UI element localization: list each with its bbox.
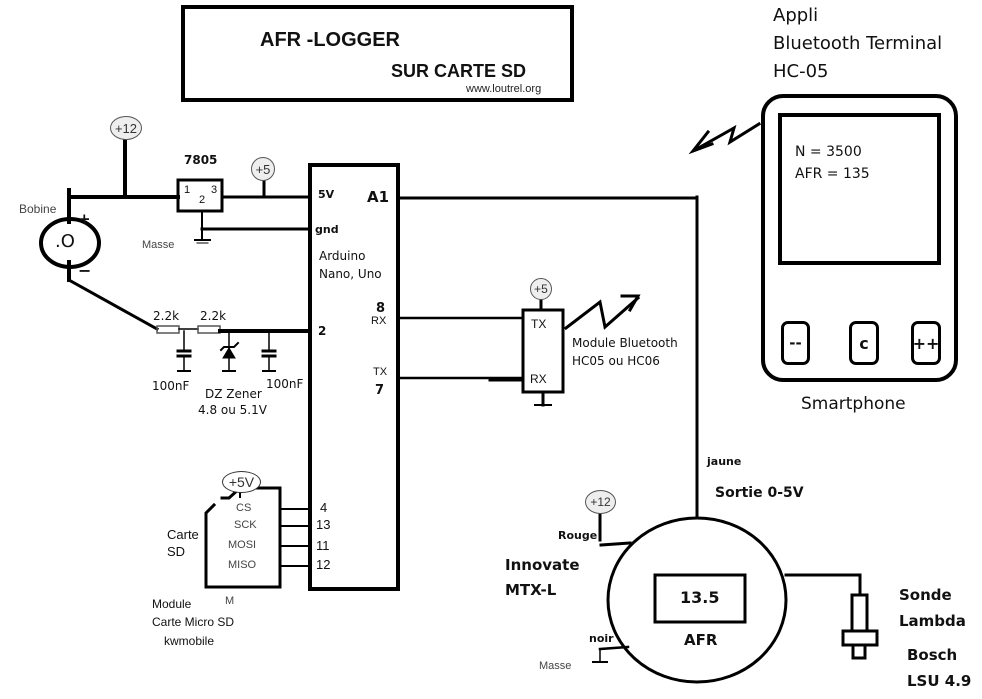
supply-5v-bluetooth: +5	[530, 278, 552, 300]
sensor-label-line2: Lambda	[899, 612, 966, 630]
zener-bar	[219, 341, 240, 352]
screen-afr-readout: AFR = 135	[795, 166, 870, 182]
wire-coil-to-filter	[66, 277, 160, 332]
smartphone-screen	[778, 113, 941, 265]
sd-card-label-line2: SD	[167, 544, 186, 559]
arduino-pin-2: 2	[318, 324, 327, 338]
smartphone-body	[761, 94, 958, 382]
increment-label: ++	[912, 333, 940, 353]
sensor-label-line3: Bosch	[907, 646, 958, 664]
diagram-subtitle: SUR CARTE SD	[391, 61, 527, 81]
arduino-pin-a1: A1	[367, 188, 390, 206]
wire-black-label: noir	[589, 632, 614, 645]
phone-button-decrement[interactable]: --	[781, 321, 810, 365]
zener-voltage-label: 4.8 ou 5.1V	[198, 403, 267, 417]
sd-pin-cs: CS	[236, 502, 252, 514]
phone-button-clear[interactable]: c	[849, 321, 879, 365]
regulator-part-label: 7805	[184, 153, 218, 167]
bluetooth-tx-pin: TX	[531, 317, 547, 331]
afr-output-label: Sortie 0-5V	[715, 485, 804, 501]
coil-minus-sign: −	[78, 261, 92, 280]
bluetooth-signal-icon	[563, 295, 641, 331]
resistor-r1-label: 2.2k	[153, 309, 180, 323]
arduino-name-line2: Nano, Uno	[319, 267, 382, 281]
bluetooth-signal-arrowhead	[620, 294, 641, 313]
wire-afr-red	[599, 541, 632, 547]
sd-card-label-line1: Carte	[167, 527, 199, 542]
bluetooth-rx-pin: RX	[530, 372, 547, 386]
arduino-pin-7: 7	[375, 383, 385, 398]
sd-pin-ground: M	[225, 595, 235, 607]
capacitor-c1-label: 100nF	[152, 379, 190, 393]
supply-5v-regulator: +5	[251, 157, 275, 181]
coil-center-mark: .O	[55, 231, 75, 252]
arduino-pin-12: 12	[316, 557, 331, 572]
regulator-pin1: 1	[184, 184, 191, 196]
arduino-pin-7-tx: TX	[373, 366, 388, 378]
zener-label: DZ Zener	[205, 387, 262, 401]
supply-12v-afr: +12	[585, 490, 616, 514]
sensor-label-line1: Sonde	[899, 586, 952, 604]
afr-display-label: AFR	[684, 631, 718, 649]
sd-module-label-line3: kwmobile	[164, 634, 215, 648]
phone-signal-arrowhead	[688, 129, 714, 155]
wire-red-label: Rouge	[558, 529, 598, 542]
lambda-sensor-nut	[841, 629, 879, 647]
afr-gauge	[606, 516, 788, 684]
wire-lambda-sensor	[784, 573, 862, 597]
zener-diode	[222, 347, 236, 359]
sd-pin-mosi: MOSI	[228, 539, 257, 551]
phone-button-increment[interactable]: ++	[911, 321, 941, 365]
clear-label: c	[859, 333, 869, 353]
afr-display-value: 13.5	[680, 588, 720, 607]
app-caption-line3: HC-05	[773, 61, 829, 82]
bluetooth-module-label: Module Bluetooth	[572, 336, 678, 350]
supply-12v-coil: +12	[110, 116, 142, 140]
arduino-pin-gnd: gnd	[315, 223, 339, 236]
resistor-r2	[197, 325, 221, 334]
capacitor-c2-label: 100nF	[266, 377, 304, 391]
sd-pin-sck: SCK	[234, 519, 257, 531]
lambda-sensor-body	[850, 593, 869, 633]
bluetooth-model-label: HC05 ou HC06	[572, 354, 660, 368]
arduino-pin-11: 11	[316, 538, 330, 553]
screen-rpm-readout: N = 3500	[795, 144, 862, 160]
sensor-label-line4: LSU 4.9	[907, 672, 972, 690]
wire-yellow-label: jaune	[707, 455, 742, 468]
smartphone-label: Smartphone	[801, 394, 906, 414]
diagram-title: AFR -LOGGER	[260, 29, 400, 51]
phone-signal-icon	[692, 121, 762, 153]
arduino-pin-8: 8	[376, 301, 386, 316]
title-box	[181, 5, 574, 102]
lambda-sensor-tip	[851, 643, 867, 660]
app-caption-line2: Bluetooth Terminal	[773, 33, 943, 54]
arduino-pin-13: 13	[316, 517, 331, 532]
website-link[interactable]: www.loutrel.org	[466, 83, 542, 95]
wire-afr-black	[598, 645, 630, 651]
resistor-r1	[156, 325, 180, 334]
sd-module-label-line2: Carte Micro SD	[152, 615, 235, 629]
afr-display	[653, 573, 747, 624]
arduino-name-line1: Arduino	[319, 249, 366, 263]
coil-label: Bobine	[19, 202, 57, 216]
supply-5v-sd: +5V	[222, 471, 261, 493]
afr-ground-label: Masse	[539, 660, 572, 672]
arduino-pin-8-rx: RX	[371, 315, 387, 327]
sd-card-outline	[204, 486, 282, 589]
arduino-pin-5v: 5V	[318, 188, 335, 201]
sd-module-label-line1: Module	[152, 597, 192, 611]
afr-brand-line2: MTX-L	[505, 581, 557, 599]
regulator-pin3: 3	[211, 184, 218, 196]
arduino-pin-4: 4	[320, 500, 328, 515]
regulator-ground-label: Masse	[142, 239, 175, 251]
coil-plus-sign: +	[78, 210, 91, 228]
app-caption-line1: Appli	[773, 5, 819, 26]
afr-brand-line1: Innovate	[505, 556, 580, 574]
resistor-r2-label: 2.2k	[200, 309, 227, 323]
regulator-pin2: 2	[199, 194, 206, 206]
decrement-label: --	[789, 334, 802, 352]
sd-pin-miso: MISO	[228, 559, 257, 571]
